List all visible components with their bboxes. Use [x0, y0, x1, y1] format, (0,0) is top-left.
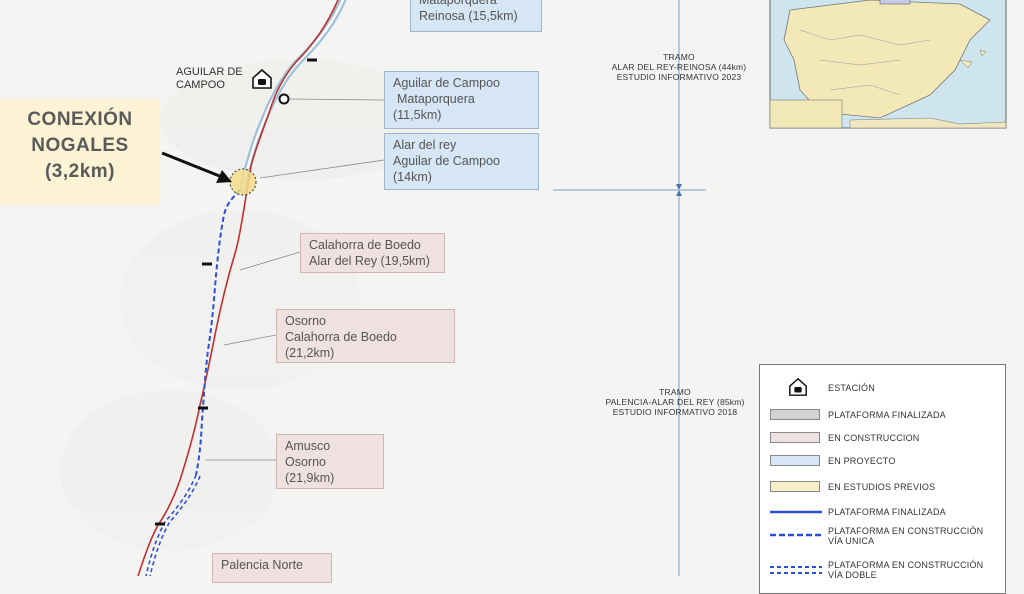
callout-conexion-nogales: CONEXIÓN NOGALES (3,2km): [0, 99, 160, 205]
legend-solid-line: [770, 510, 822, 514]
rail-line-red: [137, 0, 339, 576]
legend-swatch: [770, 481, 820, 492]
segment-box-amusco-osorno: Amusco Osorno (21,9km): [276, 434, 384, 489]
inset-map-spain: [769, 0, 1007, 129]
rail-line-blue-dashed: [195, 189, 241, 476]
legend-swatch: [770, 409, 820, 420]
segment-box-calahorra-alar: Calahorra de Boedo Alar del Rey (19,5km): [300, 233, 445, 273]
legend-item-en-proyecto: EN PROYECTO: [760, 453, 1005, 477]
legend-double-dashed-line: [770, 566, 822, 574]
segment-box-osorno-calahorra: Osorno Calahorra de Boedo (21,2km): [276, 309, 455, 363]
callout-arrow: [161, 151, 223, 179]
station-icon: [252, 68, 272, 89]
station-label-aguilar: AGUILAR DE CAMPOO: [176, 66, 243, 91]
tramo-divider: [553, 0, 706, 576]
map-legend: ESTACIÓN PLATAFORMA FINALIZADA EN CONSTR…: [759, 364, 1006, 594]
tramo-label-palencia-alar: TRAMO PALENCIA-ALAR DEL REY (85km) ESTUD…: [605, 387, 745, 417]
station-icon: [789, 377, 807, 396]
segment-box-aguilar-mataporquera: Aguilar de Campoo Mataporquera (11,5km): [384, 71, 539, 129]
segment-box-palencia-norte: Palencia Norte: [212, 553, 332, 583]
station-dot: [278, 93, 290, 105]
segment-ticks: [155, 58, 317, 526]
legend-item-en-construccion: EN CONSTRUCCION: [760, 430, 1005, 454]
legend-swatch: [770, 455, 820, 466]
legend-swatch: [770, 432, 820, 443]
legend-item-en-estudios-previos: EN ESTUDIOS PREVIOS: [760, 479, 1005, 503]
segment-box-alar-aguilar: Alar del rey Aguilar de Campoo (14km): [384, 133, 539, 190]
legend-item-via-doble: PLATAFORMA EN CONSTRUCCIÓN VÍA DOBLE: [760, 560, 1005, 590]
legend-dashed-line: [770, 533, 822, 537]
legend-item-via-unica: PLATAFORMA EN CONSTRUCCIÓN VÍA UNICA: [760, 526, 1005, 556]
segment-box-mataporquera-reinosa: Mataporquera Reinosa (15,5km): [410, 0, 542, 32]
tramo-label-alar-reinosa: TRAMO ALAR DEL REY-REINOSA (44km) ESTUDI…: [611, 52, 747, 82]
nogales-connection-marker: [230, 169, 256, 195]
iberia-shape: [783, 0, 991, 119]
legend-item-plataforma-finalizada-line: PLATAFORMA FINALIZADA: [760, 505, 1005, 529]
legend-item-plataforma-finalizada-area: PLATAFORMA FINALIZADA: [760, 407, 1005, 431]
legend-item-estacion: ESTACIÓN: [760, 377, 1005, 401]
